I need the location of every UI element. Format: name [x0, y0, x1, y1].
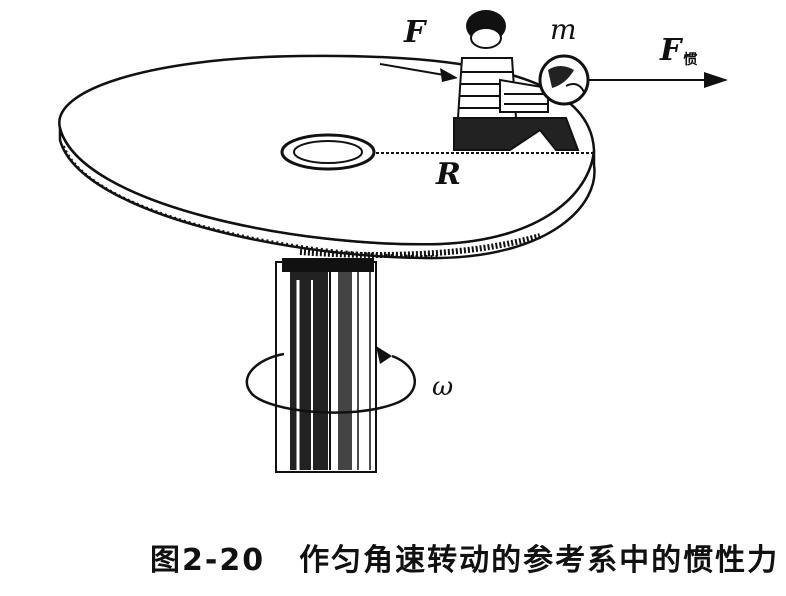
- caption-text: 作匀角速转动的参考系中的惯性力: [299, 543, 780, 578]
- force-label: F: [404, 15, 426, 50]
- inertial-force-symbol: F: [660, 33, 682, 68]
- mass-label: m: [550, 13, 577, 46]
- figure-number: 图2-20: [150, 543, 266, 578]
- radius-label: R: [436, 157, 461, 192]
- inertial-force-subscript: 惯: [683, 52, 698, 68]
- shaft: [275, 258, 377, 473]
- person-figure: [453, 10, 580, 151]
- mass-ball: [538, 54, 590, 106]
- force-arrow: [379, 63, 458, 82]
- figure-caption: 图2-20 作匀角速转动的参考系中的惯性力: [150, 535, 779, 579]
- center-ring: [280, 133, 376, 171]
- rotation-arrow: [245, 346, 416, 414]
- angular-velocity-label: ω: [432, 372, 454, 402]
- inertial-force-arrow: [588, 72, 728, 88]
